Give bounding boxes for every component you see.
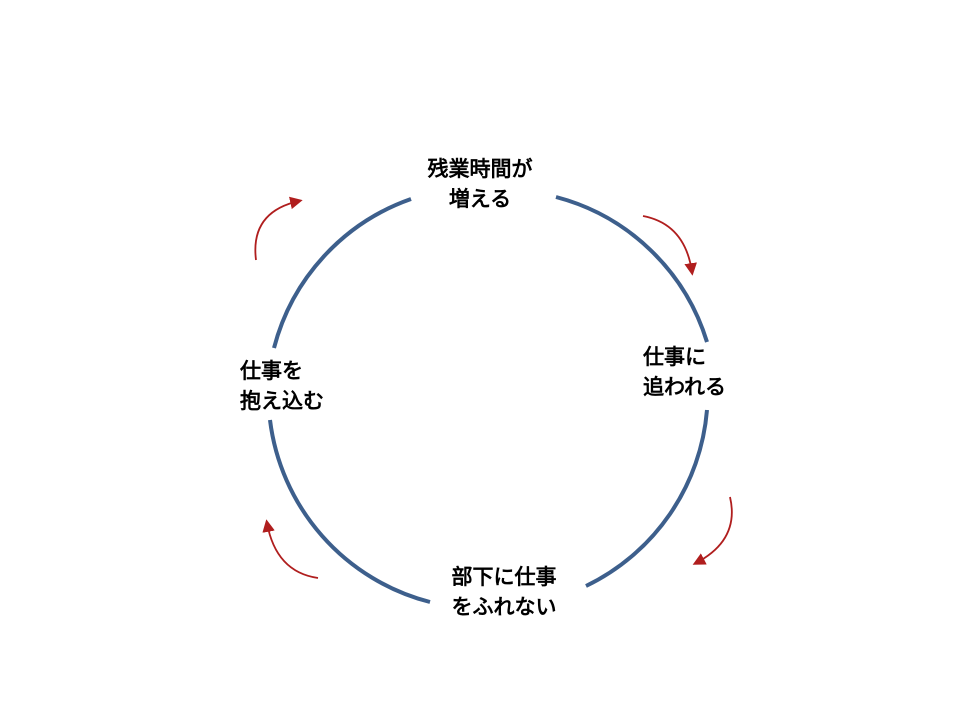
cycle-arc-top-left bbox=[272, 197, 412, 349]
node-takes-on-work: 仕事を 抱え込む bbox=[240, 356, 324, 416]
node-label-line: 残業時間が bbox=[427, 157, 533, 181]
node-label-line: 抱え込む bbox=[240, 389, 324, 413]
node-cannot-delegate: 部下に仕事 をふれない bbox=[404, 562, 604, 622]
node-label-line: 追われる bbox=[643, 375, 726, 399]
node-label-line: をふれない bbox=[451, 595, 557, 619]
cycle-arc-bottom-right bbox=[585, 409, 709, 588]
node-label-line: 仕事を bbox=[240, 359, 303, 383]
flow-arrow-bottom-right bbox=[692, 496, 733, 565]
cycle-arc-bottom-left bbox=[268, 419, 431, 604]
flow-arrow-top-right bbox=[642, 215, 697, 276]
cycle-arc-top-right bbox=[555, 195, 709, 343]
node-chased-by-work: 仕事に 追われる bbox=[643, 342, 726, 402]
flow-arrow-top-left bbox=[254, 196, 303, 261]
node-label-line: 仕事に bbox=[643, 345, 706, 369]
node-label-line: 増える bbox=[448, 187, 512, 211]
node-overtime-increases: 残業時間が 増える bbox=[380, 154, 580, 214]
node-label-line: 部下に仕事 bbox=[451, 565, 557, 589]
flow-arrow-bottom-left bbox=[262, 519, 319, 579]
